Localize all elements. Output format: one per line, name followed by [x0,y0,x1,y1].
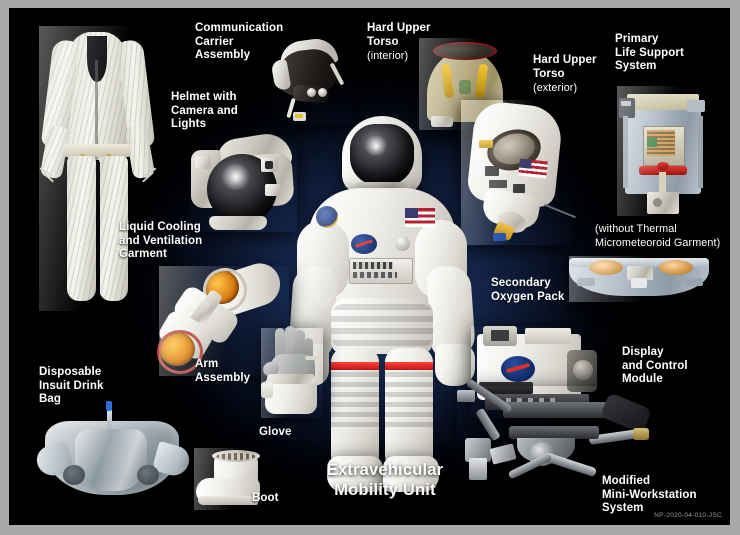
label-hard-upper-torso-interior: Hard Upper Torso [367,22,431,48]
label-disposable-insuit-drink-bag: Disposable Insuit Drink Bag [39,366,104,406]
publication-number: NP-2020-04-010-JSC [654,512,722,519]
secondary-oxygen-pack-image [569,256,709,302]
liquid-cooling-garment-image [39,26,159,311]
hut-exterior-image [461,99,577,245]
dcm-image [471,326,611,418]
label-modified-mini-workstation-system: Modified Mini-Workstation System [602,475,697,515]
label-primary-life-support-system: Primary Life Support System [615,33,684,73]
nasa-insignia-patch [351,234,377,254]
label-hard-upper-torso-exterior: Hard Upper Torso [533,54,597,80]
label-glove: Glove [259,426,292,438]
mini-workstation-image [457,378,657,496]
emu-suit-image [287,116,477,501]
us-flag-patch-suit [405,208,435,227]
glove-image [260,326,323,418]
label-hard-upper-torso-exterior-sub: (exterior) [533,82,578,94]
poster-title: Extravehicular Mobility Unit [326,461,444,499]
label-without-thermal-micrometeoroid-garment: (without Thermal Micrometeoroid Garment) [595,223,721,249]
label-display-and-control-module: Display and Control Module [622,346,688,386]
leg-red-band-left [331,362,379,370]
hut-interior-image [419,38,511,130]
boot-image [194,448,272,510]
label-communication-carrier-assembly: Communication Carrier Assembly [195,22,284,62]
label-hard-upper-torso-interior-sub: (interior) [367,50,409,62]
drink-bag-image [33,401,193,507]
label-secondary-oxygen-pack: Secondary Oxygen Pack [491,277,565,303]
label-helmet-with-camera-and-lights: Helmet with Camera and Lights [171,91,238,131]
label-arm-assembly: Arm Assembly [195,358,251,384]
nasa-insignia-dcm [501,356,535,382]
arm-assembly-image [155,258,289,376]
label-liquid-cooling-and-ventilation-garment: Liquid Cooling and Ventilation Garment [119,221,203,261]
communication-carrier-image [270,36,351,124]
label-boot: Boot [252,492,279,504]
helmet-assembly-image [189,130,297,232]
poster-canvas: Communication Carrier Assembly Hard Uppe… [9,8,730,525]
leg-red-band-right [385,362,433,370]
plss-image [617,86,709,216]
